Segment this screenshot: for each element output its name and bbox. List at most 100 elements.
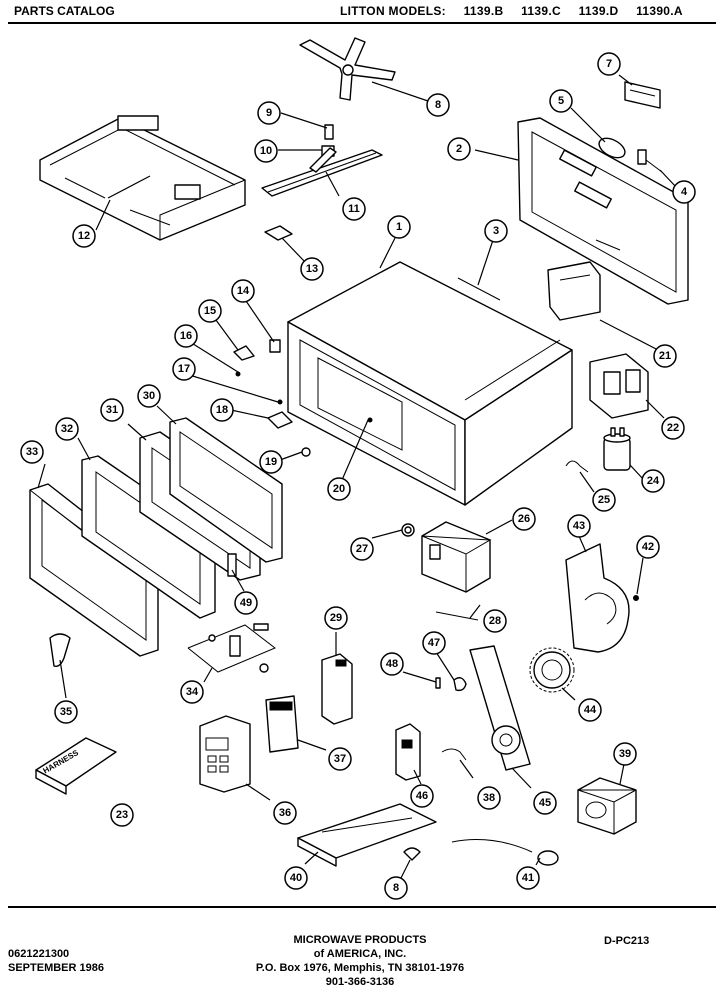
callout-47: 47 (422, 631, 446, 655)
callout-18: 18 (210, 398, 234, 422)
callout-29: 29 (324, 606, 348, 630)
callout-1: 1 (387, 215, 411, 239)
switch-bracket-part (589, 353, 649, 419)
svg-text:41: 41 (522, 872, 534, 884)
top-strip-part (457, 277, 501, 301)
svg-text:9: 9 (266, 107, 272, 119)
callout-15: 15 (198, 299, 222, 323)
callout-40: 40 (284, 866, 308, 890)
company-phone: 901-366-3136 (325, 976, 395, 988)
svg-text:48: 48 (386, 658, 398, 670)
rod-part (435, 611, 479, 621)
svg-text:49: 49 (240, 597, 252, 609)
callout-49: 49 (234, 591, 258, 615)
callout-3: 3 (484, 219, 508, 243)
bracket-rail-part (261, 147, 383, 197)
callout-34: 34 (180, 680, 204, 704)
callout-25: 25 (592, 488, 616, 512)
callout-38: 38 (477, 786, 501, 810)
svg-text:11: 11 (348, 203, 360, 215)
svg-text:13: 13 (306, 263, 318, 275)
svg-text:34: 34 (186, 686, 199, 698)
callout-33: 33 (20, 440, 44, 464)
company-name: MICROWAVE PRODUCTS (293, 934, 427, 946)
callout-43: 43 (567, 514, 591, 538)
leader-lines (37, 74, 678, 881)
callout-4: 4 (672, 180, 696, 204)
base-pan-part (297, 803, 437, 867)
callout-22: 22 (661, 416, 685, 440)
model-number: 1139.B (463, 4, 504, 18)
svg-text:15: 15 (204, 305, 216, 317)
svg-text:19: 19 (265, 456, 277, 468)
svg-text:46: 46 (416, 790, 428, 802)
svg-text:35: 35 (60, 706, 72, 718)
svg-text:38: 38 (483, 792, 495, 804)
catalog-title: PARTS CATALOG (14, 4, 115, 18)
blower-wheel-part (529, 647, 575, 693)
callout-21: 21 (653, 344, 677, 368)
callout-16: 16 (174, 324, 198, 348)
header-rule (8, 22, 716, 24)
callout-13: 13 (300, 257, 324, 281)
callout-32: 32 (55, 417, 79, 441)
callout-12: 12 (72, 224, 96, 248)
outer-cabinet-part (287, 261, 573, 506)
svg-text:40: 40 (290, 872, 302, 884)
callout-10: 10 (254, 139, 278, 163)
callout-37: 37 (328, 747, 352, 771)
svg-text:14: 14 (237, 285, 250, 297)
svg-text:18: 18 (216, 404, 228, 416)
svg-text:37: 37 (334, 753, 346, 765)
svg-text:36: 36 (279, 807, 291, 819)
clip-part (264, 225, 293, 241)
svg-text:21: 21 (659, 350, 671, 362)
callout-27: 27 (350, 537, 374, 561)
svg-text:7: 7 (606, 58, 612, 70)
callout-19: 19 (259, 450, 283, 474)
power-cord-part (451, 839, 559, 866)
svg-text:10: 10 (260, 145, 272, 157)
callout-41: 41 (516, 866, 540, 890)
svg-text:22: 22 (667, 422, 679, 434)
svg-text:8: 8 (393, 882, 399, 894)
model-number: 11390.A (636, 4, 683, 18)
capacitor-part (603, 427, 631, 471)
screw-part (633, 595, 639, 601)
svg-text:8: 8 (435, 99, 441, 111)
touch-panel-part (265, 695, 299, 753)
svg-text:4: 4 (681, 186, 688, 198)
svg-text:16: 16 (180, 330, 192, 342)
document-id: D-PC213 (604, 935, 650, 947)
svg-text:23: 23 (116, 809, 128, 821)
magnetron-part (421, 521, 492, 593)
door-screen-part (169, 417, 283, 563)
callout-30: 30 (137, 384, 161, 408)
foot-part (403, 847, 421, 861)
callout-2: 2 (447, 137, 471, 161)
callout-7: 7 (597, 52, 621, 76)
svg-text:43: 43 (573, 520, 585, 532)
svg-text:1: 1 (396, 221, 402, 233)
transformer-part (577, 777, 637, 835)
svg-text:24: 24 (647, 475, 660, 487)
callout-9: 9 (257, 101, 281, 125)
model-number: 1139.D (578, 4, 619, 18)
door-switch-part (395, 723, 421, 781)
callout-31: 31 (100, 398, 124, 422)
callout-42: 42 (636, 535, 660, 559)
callout-28: 28 (483, 609, 507, 633)
capacitor-clip-part (565, 460, 589, 473)
svg-text:30: 30 (143, 390, 155, 402)
small-bracket-part (637, 149, 663, 173)
company-address: P.O. Box 1976, Memphis, TN 38101-1976 (255, 962, 465, 974)
model-number: 1139.C (521, 4, 561, 18)
vent-plate-part (624, 81, 661, 109)
model-list: LITTON MODELS: 1139.B 1139.C 1139.D 1139… (340, 4, 697, 18)
fan-motor-bracket-part (469, 645, 531, 771)
callout-48: 48 (380, 652, 404, 676)
callout-23: 23 (110, 803, 134, 827)
callout-39: 39 (613, 742, 637, 766)
